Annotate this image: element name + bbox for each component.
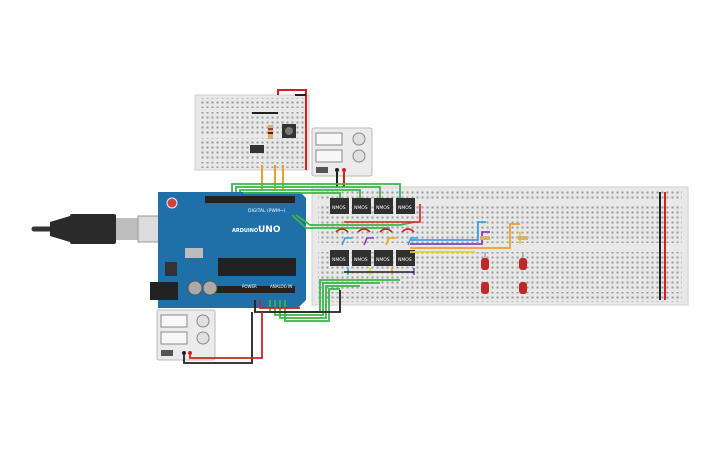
svg-text:NMOS: NMOS: [332, 205, 346, 211]
digital-header-label: DIGITAL (PWM~): [248, 208, 286, 214]
power-header-label: POWER: [242, 284, 257, 289]
wire-red-small: [277, 89, 307, 170]
mosfet-row-bottom: NMOS NMOS NMOS NMOS: [330, 250, 415, 266]
svg-text:NMOS: NMOS: [354, 257, 368, 263]
led-group: [481, 252, 527, 294]
svg-text:NMOS: NMOS: [398, 205, 412, 211]
analog-header-label: ANALOG IN: [270, 284, 292, 289]
resistor-pulldown: [268, 125, 273, 139]
led[interactable]: [481, 252, 489, 270]
mosfet-row-top: NMOS NMOS NMOS NMOS: [330, 198, 415, 214]
arduino-model-label: UNO: [258, 225, 281, 235]
usb-cable[interactable]: [31, 214, 161, 244]
mosfet[interactable]: NMOS: [374, 250, 393, 266]
svg-text:NMOS: NMOS: [398, 257, 412, 263]
mosfet[interactable]: NMOS: [352, 250, 371, 266]
led[interactable]: [519, 282, 527, 294]
mosfet[interactable]: NMOS: [396, 250, 415, 266]
svg-text:NMOS: NMOS: [376, 257, 390, 263]
svg-text:NMOS: NMOS: [376, 205, 390, 211]
led[interactable]: [481, 282, 489, 294]
mosfet[interactable]: NMOS: [330, 198, 349, 214]
power-supply-top[interactable]: [311, 127, 373, 177]
power-supply-bottom[interactable]: [156, 309, 216, 361]
arduino-uno-board[interactable]: DIGITAL (PWM~) ARDUINO UNO POWER ANALOG …: [150, 192, 306, 308]
led-resistors: [480, 236, 528, 240]
led[interactable]: [519, 252, 527, 270]
svg-text:NMOS: NMOS: [332, 257, 346, 263]
arduino-brand-label: ARDUINO: [232, 228, 258, 234]
mosfet[interactable]: NMOS: [352, 198, 371, 214]
mosfet[interactable]: NMOS: [396, 198, 415, 214]
mosfet[interactable]: NMOS: [330, 250, 349, 266]
svg-text:NMOS: NMOS: [354, 205, 368, 211]
mosfet[interactable]: NMOS: [374, 198, 393, 214]
jumper-wires: [335, 204, 421, 275]
pushbutton[interactable]: [282, 124, 296, 138]
slide-switch[interactable]: [250, 145, 264, 153]
